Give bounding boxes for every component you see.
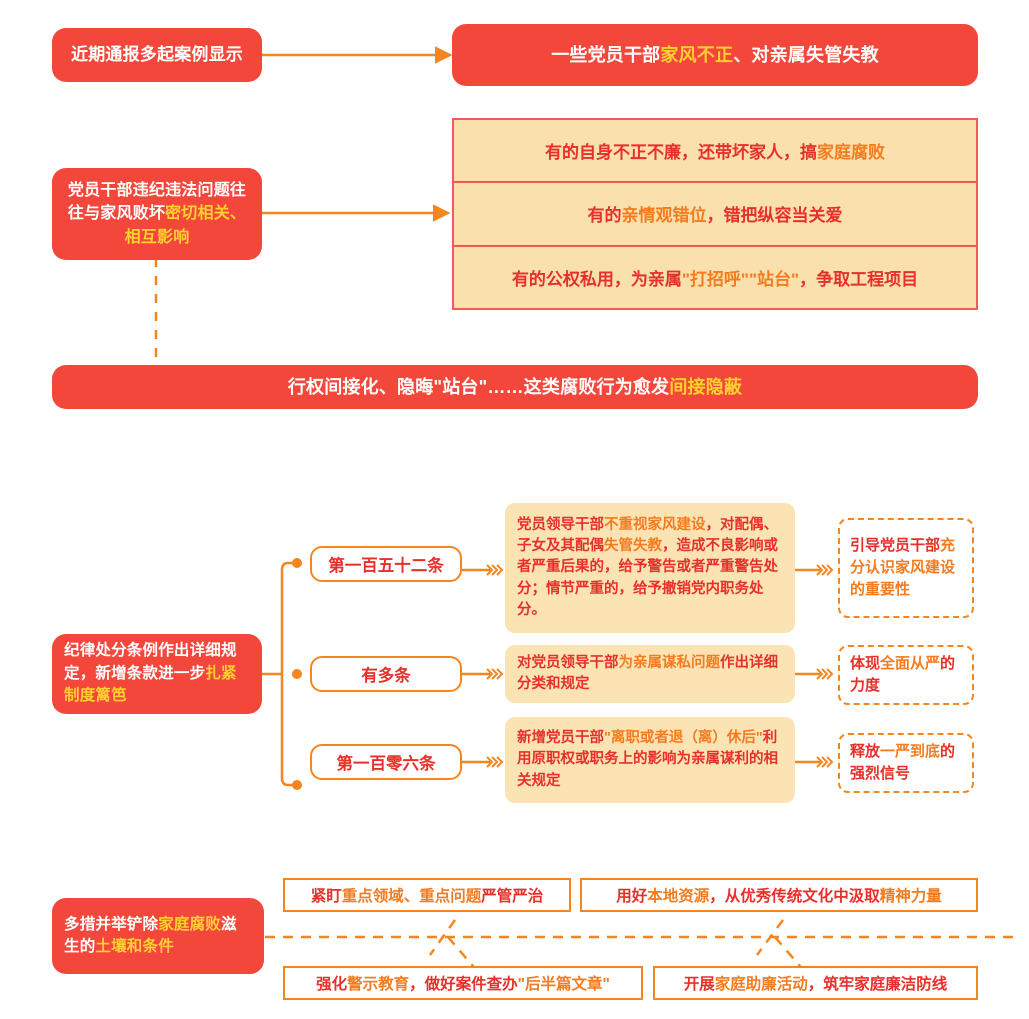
triple-chevron-right-icon	[795, 668, 834, 680]
connector-s3-bracket	[280, 561, 296, 787]
article-detail-card-1: 党员领导干部不重视家风建设，对配偶、子女及其配偶失管失教，造成不良影响或者严重后…	[505, 503, 795, 633]
table-row: 有的亲情观错位，错把纵容当关爱	[454, 183, 976, 247]
rich-text: 引导党员干部充分认识家风建设的重要性	[850, 537, 956, 598]
triple-chevron-right-icon	[462, 756, 504, 768]
dashed-fishbone-spine-icon	[265, 919, 1020, 973]
triple-chevron-right-icon	[795, 564, 834, 576]
rich-text: 用好本地资源，从优秀传统文化中汲取精神力量	[616, 888, 942, 905]
article-detail-card-2: 对党员领导干部为亲属谋私问题作出详细分类和规定	[505, 645, 795, 703]
measures-anchor-box: 多措并举铲除家庭腐败滋生的土壤和条件	[52, 898, 264, 974]
source-statement-box: 近期通报多起案例显示	[52, 28, 262, 82]
trend-banner-text: 行权间接化、隐晦"站台"……这类腐败行为愈发间接隐蔽	[287, 376, 743, 397]
result-statement-box: 一些党员干部家风不正、对亲属失管失教	[452, 24, 978, 86]
article-pill-2-label: 有多条	[361, 667, 411, 685]
manifestations-table: 有的自身不正不廉，还带坏家人，搞家庭腐败 有的亲情观错位，错把纵容当关爱 有的公…	[452, 118, 978, 310]
rich-text: 紧盯重点领域、重点问题严管严治	[310, 888, 544, 905]
article-outcome-card-2: 体现全面从严的力度	[838, 645, 974, 705]
table-row: 有的自身不正不廉，还带坏家人，搞家庭腐败	[454, 120, 976, 184]
article-outcome-card-3: 释放一严到底的强烈信号	[838, 733, 974, 793]
measure-box-top-2: 用好本地资源，从优秀传统文化中汲取精神力量	[580, 878, 978, 912]
rich-text: 强化警示教育，做好案件查办"后半篇文章"	[316, 976, 610, 993]
branch-node-dot-icon	[292, 780, 302, 790]
measures-anchor-text: 多措并举铲除家庭腐败滋生的土壤和条件	[64, 915, 237, 955]
table-row: 有的公权私用，为亲属"打招呼""站台"，争取工程项目	[454, 247, 976, 308]
rich-text: 对党员领导干部为亲属谋私问题作出详细分类和规定	[517, 654, 778, 692]
rich-text: 体现全面从严的力度	[850, 655, 956, 694]
branch-node-dot-icon	[292, 558, 302, 568]
triple-chevron-right-icon	[462, 668, 504, 680]
regulation-anchor-box: 纪律处分条例作出详细规定，新增条款进一步扎紧制度篱笆	[52, 634, 262, 714]
article-detail-card-3: 新增党员干部"离职或者退（离）休后"利用原职权或职务上的影响为亲属谋利的相关规定	[505, 717, 795, 803]
cause-statement-box: 党员干部违纪违法问题往往与家风败坏密切相关、相互影响	[52, 168, 262, 260]
rich-text: 党员领导干部不重视家风建设，对配偶、子女及其配偶失管失教，造成不良影响或者严重后…	[517, 517, 778, 618]
branch-node-dot-icon	[292, 669, 302, 679]
rich-text: 有的自身不正不廉，还带坏家人，搞家庭腐败	[545, 143, 885, 163]
triple-chevron-right-icon	[795, 756, 834, 768]
article-pill-3-label: 第一百零六条	[336, 755, 436, 773]
article-pill-1-label: 第一百五十二条	[328, 557, 444, 575]
regulation-anchor-text: 纪律处分条例作出详细规定，新增条款进一步扎紧制度篱笆	[64, 642, 237, 705]
article-pill-1[interactable]: 第一百五十二条	[310, 546, 462, 582]
article-outcome-card-1: 引导党员干部充分认识家风建设的重要性	[838, 518, 974, 618]
rich-text: 开展家庭助廉活动，筑牢家庭廉洁防线	[683, 976, 948, 993]
source-statement-text: 近期通报多起案例显示	[71, 44, 243, 64]
rich-text: 新增党员干部"离职或者退（离）休后"利用原职权或职务上的影响为亲属谋利的相关规定	[517, 730, 778, 789]
article-pill-2[interactable]: 有多条	[310, 656, 462, 692]
trend-banner-box: 行权间接化、隐晦"站台"……这类腐败行为愈发间接隐蔽	[52, 365, 978, 409]
measure-box-bottom-2: 开展家庭助廉活动，筑牢家庭廉洁防线	[653, 966, 978, 1000]
cause-statement-text: 党员干部违纪违法问题往往与家风败坏密切相关、相互影响	[67, 182, 247, 246]
measure-box-top-1: 紧盯重点领域、重点问题严管严治	[283, 878, 571, 912]
result-statement-text: 一些党员干部家风不正、对亲属失管失教	[551, 44, 879, 65]
rich-text: 有的亲情观错位，错把纵容当关爱	[587, 206, 843, 226]
rich-text: 有的公权私用，为亲属"打招呼""站台"，争取工程项目	[511, 269, 919, 289]
article-pill-3[interactable]: 第一百零六条	[310, 744, 462, 780]
triple-chevron-right-icon	[462, 564, 504, 576]
measure-box-bottom-1: 强化警示教育，做好案件查办"后半篇文章"	[283, 966, 643, 1000]
rich-text: 释放一严到底的强烈信号	[850, 743, 956, 782]
